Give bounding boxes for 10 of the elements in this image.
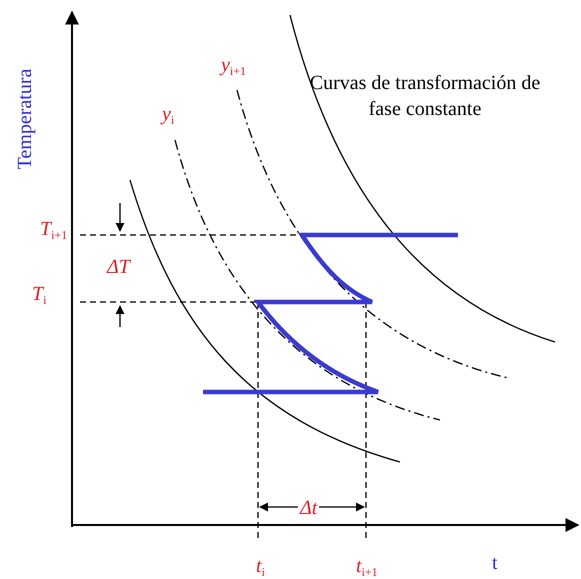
variable-label: ΔT <box>107 256 130 278</box>
curve-caption: Curvas de transformación de fase constante <box>308 71 542 122</box>
variable-label: y$_{i+1}$ <box>221 54 246 76</box>
variable-label: T$_{i+1}$ <box>40 218 68 240</box>
variable-label: T$_{i}$ <box>32 283 46 305</box>
axis-label: t <box>492 552 498 574</box>
variable-label: t$_{i+1}$ <box>356 555 378 577</box>
variable-label: y$_{i}$ <box>162 103 174 125</box>
variable-label: t$_{i}$ <box>256 555 265 577</box>
axis-label: Temperatura <box>14 68 36 172</box>
